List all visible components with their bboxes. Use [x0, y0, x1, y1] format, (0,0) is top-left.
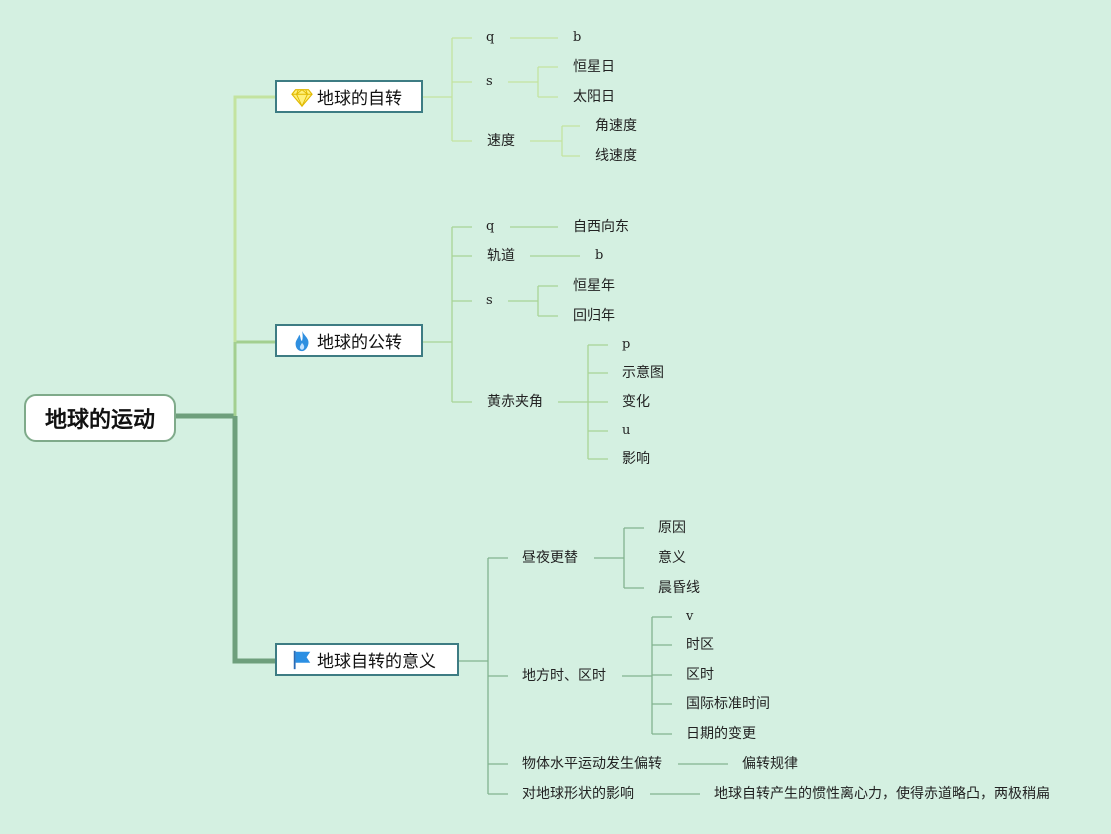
node-obliquity-p[interactable]: p [622, 337, 631, 352]
branch2-links [422, 226, 608, 460]
branch3-links [458, 527, 728, 795]
node-tropical-year[interactable]: 回归年 [573, 308, 615, 324]
topic-earth-rotation[interactable]: 地球的自转 [275, 80, 423, 113]
node-zone-time[interactable]: 区时 [686, 667, 714, 683]
node-earth-shape[interactable]: 对地球形状的影响 [522, 786, 634, 802]
node-rotation-q-b[interactable]: b [573, 30, 582, 45]
flame-icon [295, 330, 309, 351]
node-date-change[interactable]: 日期的变更 [686, 726, 756, 742]
node-earth-shape-detail[interactable]: 地球自转产生的惯性离心力，使得赤道略凸，两极稍扁 [714, 786, 1050, 802]
root-label: 地球的运动 [44, 408, 155, 433]
node-angular-speed[interactable]: 角速度 [595, 118, 637, 134]
node-deflection[interactable]: 物体水平运动发生偏转 [522, 756, 662, 772]
node-obliquity-change[interactable]: 变化 [622, 394, 650, 410]
node-day-night-meaning[interactable]: 意义 [658, 550, 686, 566]
branch3-connector [232, 416, 276, 664]
node-obliquity[interactable]: 黄赤夹角 [487, 394, 543, 410]
node-orbit-b[interactable]: b [595, 248, 604, 263]
topic-label: 地球的公转 [317, 333, 402, 353]
topic-label: 地球自转的意义 [317, 652, 436, 672]
node-obliquity-u[interactable]: u [622, 423, 631, 438]
node-orbit[interactable]: 轨道 [487, 248, 515, 264]
diamond-icon [291, 88, 313, 107]
branch1-connector [233, 95, 276, 342]
branch1-links [422, 37, 580, 157]
topic-rotation-significance[interactable]: 地球自转的意义 [275, 643, 459, 676]
node-linear-speed[interactable]: 线速度 [595, 148, 637, 164]
node-revolution-q[interactable]: q [486, 219, 495, 234]
node-rotation-s[interactable]: s [486, 74, 493, 89]
node-terminator[interactable]: 晨昏线 [658, 580, 700, 596]
node-day-night[interactable]: 昼夜更替 [522, 550, 578, 566]
node-local-time-v[interactable]: v [686, 609, 694, 624]
node-intl-standard-time[interactable]: 国际标准时间 [686, 696, 770, 712]
topic-label: 地球的自转 [317, 89, 402, 109]
flag-icon [293, 650, 311, 669]
root-topic[interactable]: 地球的运动 [24, 394, 176, 442]
node-deflection-rule[interactable]: 偏转规律 [742, 756, 798, 772]
node-obliquity-diagram[interactable]: 示意图 [622, 365, 664, 381]
node-west-to-east[interactable]: 自西向东 [573, 219, 629, 235]
node-revolution-s[interactable]: s [486, 293, 493, 308]
topic-earth-revolution[interactable]: 地球的公转 [275, 324, 423, 357]
node-time-zone[interactable]: 时区 [686, 637, 714, 653]
node-solar-day[interactable]: 太阳日 [573, 89, 615, 105]
node-day-night-cause[interactable]: 原因 [658, 520, 686, 536]
node-sidereal-year[interactable]: 恒星年 [573, 278, 615, 294]
node-speed[interactable]: 速度 [487, 133, 515, 149]
node-obliquity-effect[interactable]: 影响 [622, 451, 650, 467]
branch2-connector [233, 340, 276, 416]
node-local-time[interactable]: 地方时、区时 [522, 668, 606, 684]
node-sidereal-day[interactable]: 恒星日 [573, 59, 615, 75]
node-rotation-q[interactable]: q [486, 30, 495, 45]
